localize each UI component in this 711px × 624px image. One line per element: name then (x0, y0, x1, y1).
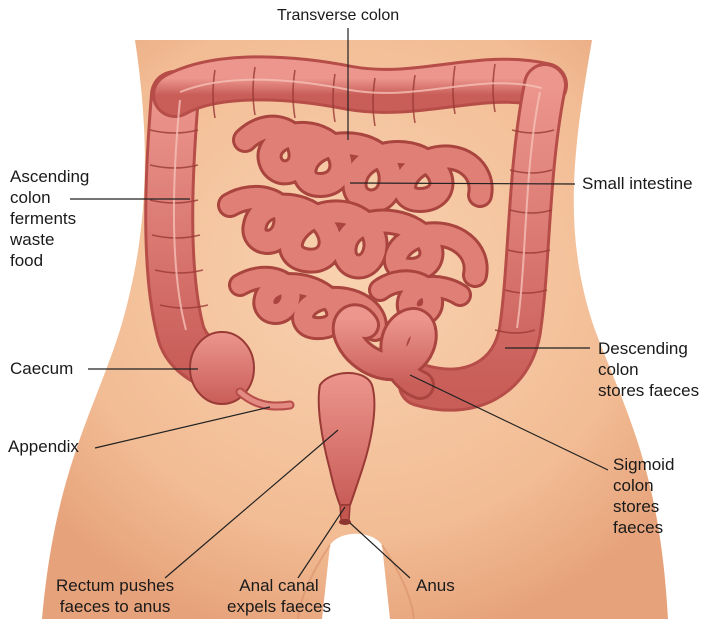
label-appendix: Appendix (8, 436, 79, 457)
label-descending-colon: Descending colon stores faeces (598, 338, 699, 401)
label-sigmoid-colon: Sigmoid colon stores faeces (613, 454, 674, 538)
label-small-intestine: Small intestine (582, 173, 693, 194)
label-anus: Anus (416, 575, 455, 596)
label-ascending-colon: Ascending colon ferments waste food (10, 166, 89, 271)
label-caecum: Caecum (10, 358, 73, 379)
label-anal-canal: Anal canal expels faeces (227, 575, 331, 617)
groin-gap (322, 534, 390, 619)
anus-shape (339, 519, 351, 525)
label-rectum: Rectum pushes faeces to anus (56, 575, 174, 617)
label-transverse-colon: Transverse colon (277, 6, 399, 26)
